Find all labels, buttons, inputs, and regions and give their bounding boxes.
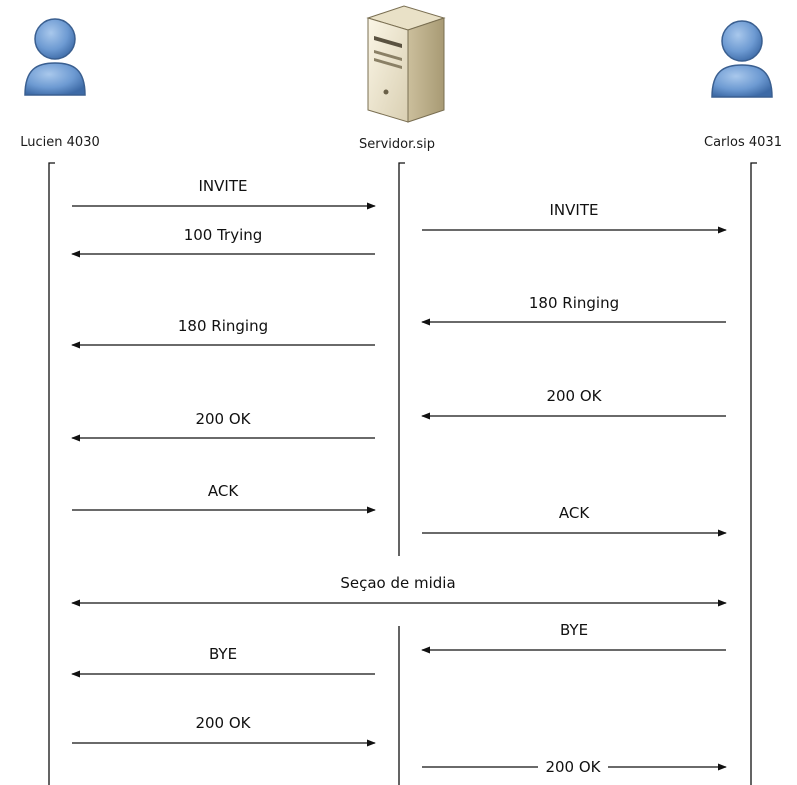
message-ack-1: ACK <box>72 482 376 514</box>
lifeline-carlos <box>750 162 757 785</box>
message-label: 200 OK <box>195 410 251 428</box>
actor-label-lucien: Lucien 4030 <box>20 135 99 150</box>
message-label: 200 OK <box>546 387 602 405</box>
message-invite-2: INVITE <box>422 201 727 234</box>
message-label: ACK <box>208 482 239 500</box>
message-media-session: Seçao de midia <box>71 574 727 607</box>
message-100-trying: 100 Trying <box>71 226 375 258</box>
message-ack-2: ACK <box>422 504 727 537</box>
user-icon-lucien <box>24 18 86 96</box>
message-label: 100 Trying <box>184 226 263 244</box>
message-label: Seçao de midia <box>340 574 455 592</box>
message-invite-1: INVITE <box>72 177 376 210</box>
message-label: INVITE <box>199 177 248 195</box>
actor-label-carlos: Carlos 4031 <box>704 135 782 150</box>
message-label: INVITE <box>550 201 599 219</box>
message-label: ACK <box>559 504 590 522</box>
message-200-ok-2: 200 OK <box>71 410 375 442</box>
message-bye-1: BYE <box>421 621 726 654</box>
server-icon <box>366 5 446 123</box>
message-label: BYE <box>209 645 237 663</box>
message-200-ok-1: 200 OK <box>421 387 726 420</box>
message-200-ok-4: 200 OK <box>422 758 727 776</box>
message-180-ringing-2: 180 Ringing <box>71 317 375 349</box>
message-label: 200 OK <box>545 758 601 776</box>
lifeline-lucien <box>48 162 55 785</box>
message-bye-2: BYE <box>71 645 375 678</box>
actor-label-server: Servidor.sip <box>359 137 435 152</box>
message-label: BYE <box>560 621 588 639</box>
user-icon-carlos <box>711 20 773 98</box>
message-180-ringing-1: 180 Ringing <box>421 294 726 326</box>
message-label: 180 Ringing <box>529 294 619 312</box>
message-label: 200 OK <box>195 714 251 732</box>
lifeline-server-top <box>398 162 405 556</box>
message-200-ok-3: 200 OK <box>72 714 376 747</box>
message-label: 180 Ringing <box>178 317 268 335</box>
